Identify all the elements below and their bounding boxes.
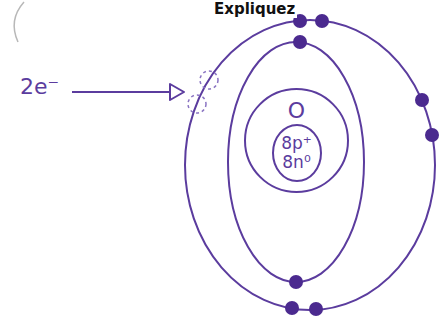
proton-neutron-oval: 8p⁺ 8n⁰ bbox=[272, 124, 322, 182]
empty-slot bbox=[188, 95, 206, 113]
electron-label: 2e⁻ bbox=[20, 74, 59, 99]
nucleus-circle: O 8p⁺ 8n⁰ bbox=[244, 88, 349, 193]
page-title: Expliquez bbox=[212, 0, 297, 18]
node-outline-shape bbox=[245, 89, 348, 192]
electron bbox=[293, 35, 307, 49]
arrow-line bbox=[72, 91, 170, 93]
electron bbox=[309, 302, 323, 316]
inner-shell bbox=[228, 42, 364, 282]
electron bbox=[415, 93, 429, 107]
electron bbox=[285, 301, 299, 315]
arrow-head bbox=[170, 84, 184, 100]
empty-slot bbox=[200, 71, 218, 89]
node-outline-shape bbox=[273, 125, 321, 181]
electron bbox=[425, 128, 439, 142]
electron bbox=[315, 14, 329, 28]
edge-mark bbox=[14, 2, 24, 42]
electron bbox=[289, 275, 303, 289]
element-symbol: O bbox=[288, 99, 305, 123]
outer-shell bbox=[185, 20, 435, 310]
nucleon-count: 8p⁺ 8n⁰ bbox=[281, 134, 312, 171]
